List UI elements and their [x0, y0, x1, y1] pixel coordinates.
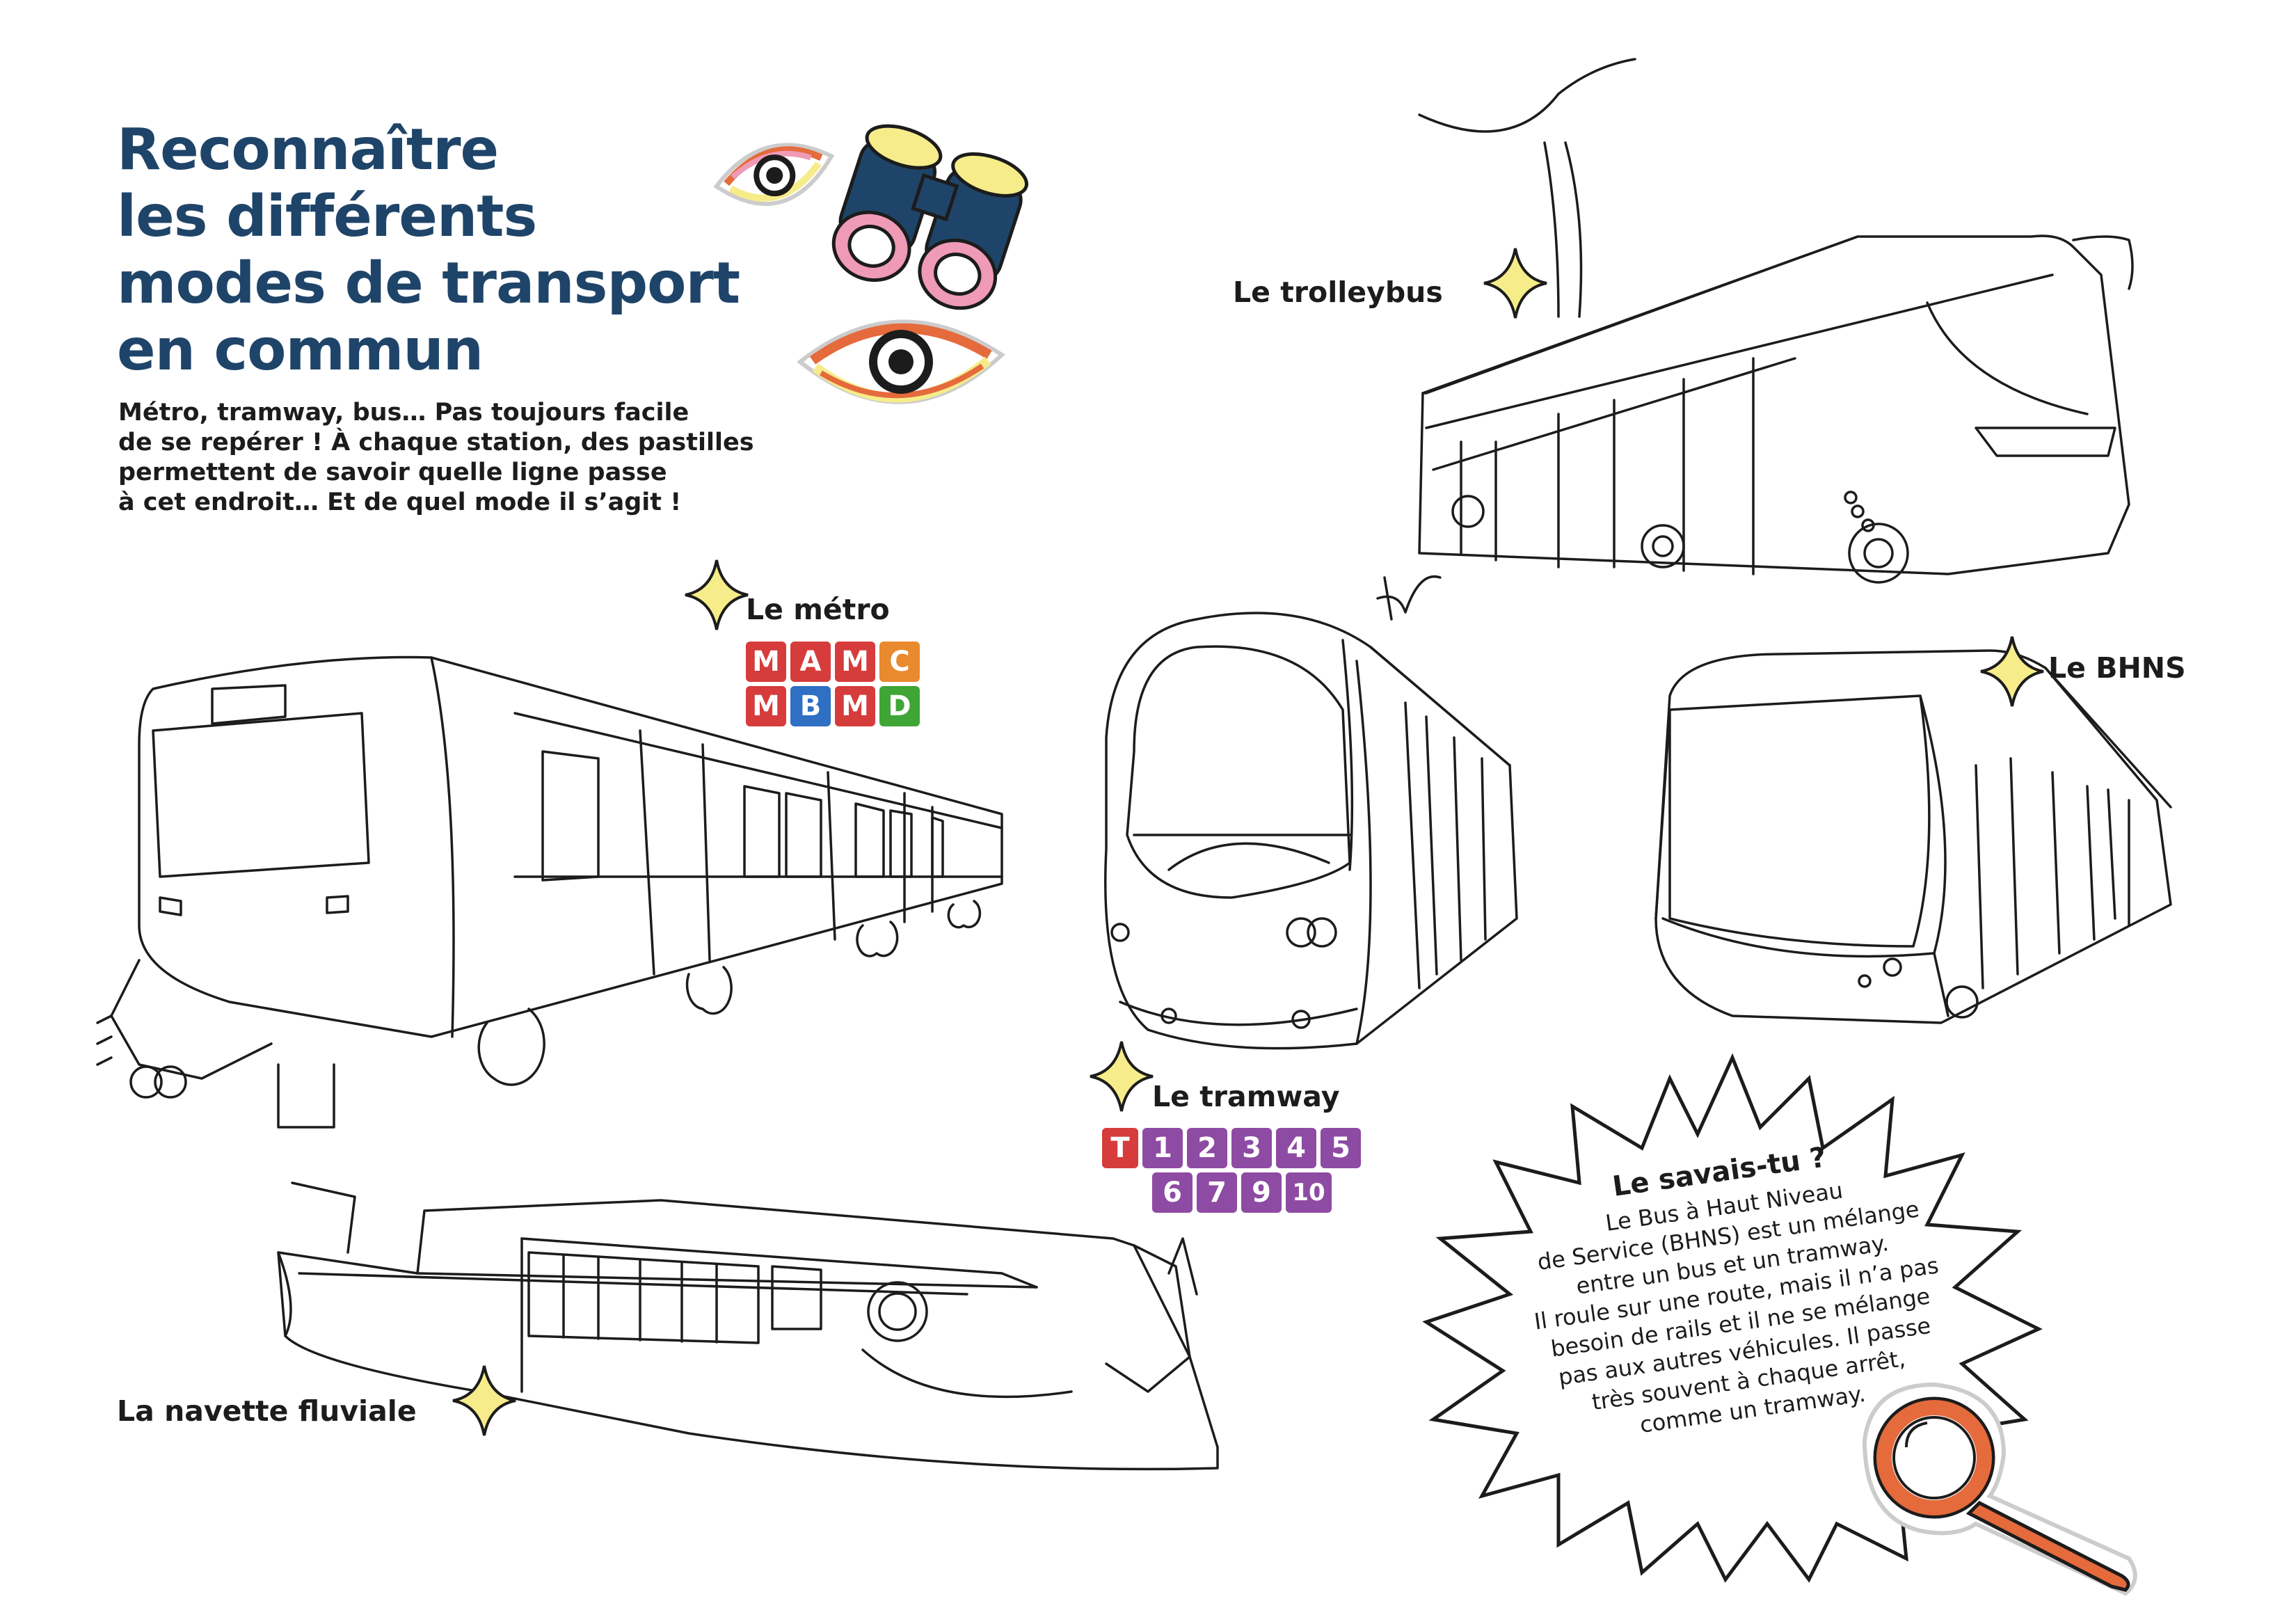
- metro-line-badge: A: [790, 642, 831, 682]
- metro-line-badge: C: [879, 642, 920, 682]
- tram-line-badge: 9: [1241, 1172, 1282, 1213]
- title-line: Reconnaître: [117, 117, 499, 183]
- trolleybus-label: Le trolleybus: [1233, 276, 1443, 309]
- title-line: les différents: [117, 184, 537, 250]
- metro-line-badge: M: [746, 686, 786, 726]
- metro-line-badge: M: [746, 642, 786, 682]
- trolleybus-drawing: [1418, 58, 2134, 584]
- eye-icon: [713, 143, 835, 206]
- intro-line: de se repérer ! À chaque station, des pa…: [118, 429, 754, 456]
- metro-line-badges: M A M C M B M D: [746, 642, 920, 726]
- tram-t-badge: T: [1102, 1128, 1138, 1168]
- title-line: modes de transport: [117, 250, 740, 317]
- tram-line-badge: 6: [1152, 1172, 1193, 1213]
- star-icon: [1980, 636, 2044, 707]
- metro-line-badge: D: [879, 686, 920, 726]
- tram-line-badge: 5: [1321, 1128, 1361, 1168]
- tramway-label: Le tramway: [1152, 1080, 1340, 1113]
- tramway-drawing: [1104, 575, 1518, 1050]
- page-title: Reconnaître les différents modes de tran…: [117, 117, 847, 384]
- intro-line: permettent de savoir quelle ligne passe: [118, 459, 667, 486]
- intro-line: Métro, tramway, bus… Pas toujours facile: [118, 399, 689, 427]
- metro-drawing: [96, 655, 1003, 1129]
- star-icon: [452, 1365, 516, 1436]
- metro-line-badge: B: [790, 686, 831, 726]
- tram-line-badge: 10: [1286, 1172, 1332, 1213]
- tram-line-badge: 7: [1197, 1172, 1237, 1213]
- tram-line-badge: 3: [1231, 1128, 1272, 1168]
- eye-icon: [797, 319, 1005, 404]
- magnifier-icon: [1862, 1382, 2137, 1596]
- star-icon: [1483, 248, 1547, 319]
- metro-line-badge: M: [835, 642, 875, 682]
- tram-line-badge: 2: [1187, 1128, 1227, 1168]
- intro-text: Métro, tramway, bus… Pas toujours facile…: [118, 398, 814, 518]
- star-icon: [1090, 1041, 1154, 1112]
- metro-label: Le métro: [746, 593, 890, 626]
- metro-line-badge: M: [835, 686, 875, 726]
- stickers-group: [713, 124, 1029, 404]
- navette-drawing: [277, 1181, 1219, 1471]
- bhns-drawing: [1654, 649, 2172, 1024]
- intro-line: à cet endroit… Et de quel mode il s’agit…: [118, 488, 682, 516]
- star-icon: [685, 559, 749, 630]
- tram-line-badge: 1: [1142, 1128, 1183, 1168]
- navette-label: La navette fluviale: [117, 1394, 417, 1428]
- bhns-label: Le BHNS: [2048, 651, 2186, 685]
- tram-line-badge: 4: [1276, 1128, 1316, 1168]
- binoculars-icon: [831, 124, 1029, 310]
- tramway-line-badges: T 1 2 3 4 5 6 7 9 10: [1102, 1128, 1361, 1213]
- title-line: en commun: [117, 317, 484, 383]
